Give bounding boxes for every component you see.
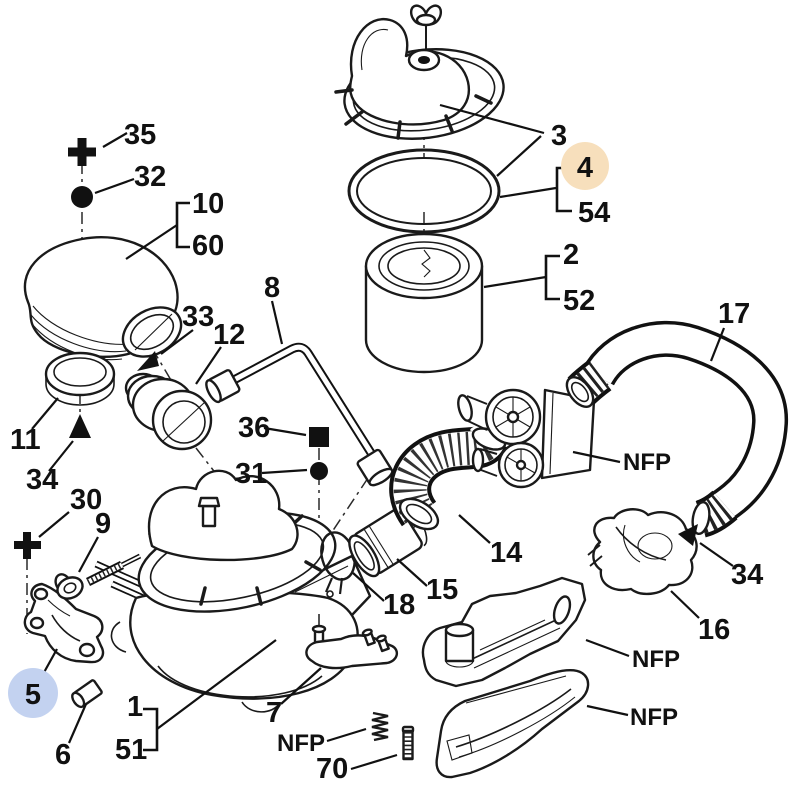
callout-8[interactable]: 8 xyxy=(264,272,280,304)
callout-12[interactable]: 12 xyxy=(213,319,245,351)
callout-nfp-cover-lower: NFP xyxy=(630,704,678,731)
air-hose-part17 xyxy=(565,320,788,538)
callout-1[interactable]: 1 xyxy=(127,691,143,723)
callout-18[interactable]: 18 xyxy=(383,589,415,621)
callout-70[interactable]: 70 xyxy=(316,753,348,785)
callout-3[interactable]: 3 xyxy=(551,120,567,152)
callout-7[interactable]: 7 xyxy=(266,697,282,729)
engine-cover-lower-nfp xyxy=(435,668,590,779)
fixing-symbol-30 xyxy=(14,532,41,559)
support-bracket-part7 xyxy=(305,614,399,670)
callout-nfp-spring: NFP xyxy=(277,730,325,757)
callout-54[interactable]: 54 xyxy=(578,197,610,229)
callout-labels: 35 32 10 60 3 4 54 2 52 17 8 33 12 11 34… xyxy=(10,119,763,785)
wing-nut xyxy=(409,4,443,58)
callout-32[interactable]: 32 xyxy=(134,161,166,193)
screw-part9 xyxy=(54,553,142,600)
highlight-circle-part5[interactable] xyxy=(8,668,58,718)
fixing-symbol-31 xyxy=(310,462,328,480)
callout-15[interactable]: 15 xyxy=(426,574,458,606)
bolt-part6 xyxy=(71,679,103,709)
clamp-ring-part11 xyxy=(44,351,116,406)
callout-60[interactable]: 60 xyxy=(192,230,224,262)
callout-9[interactable]: 9 xyxy=(95,508,111,540)
callout-17[interactable]: 17 xyxy=(718,298,750,330)
arrow-34-left xyxy=(69,414,91,438)
fixing-symbol-36 xyxy=(309,427,329,447)
arrow-34-right xyxy=(678,524,698,546)
fixing-symbol-32 xyxy=(71,186,93,208)
callout-11[interactable]: 11 xyxy=(10,424,41,456)
callout-nfp-throttle: NFP xyxy=(623,449,671,476)
mounting-bracket-part5 xyxy=(23,582,105,664)
highlight-circle-part4[interactable] xyxy=(561,142,609,190)
callout-52[interactable]: 52 xyxy=(563,285,595,317)
rubber-elbow-part12 xyxy=(124,372,213,451)
arrow-33 xyxy=(137,351,159,371)
callout-30[interactable]: 30 xyxy=(70,484,102,516)
callout-10[interactable]: 10 xyxy=(192,188,224,220)
breather-pipe-part8 xyxy=(205,342,394,487)
resonator-part16 xyxy=(587,508,698,596)
callout-31[interactable]: 31 xyxy=(235,458,267,490)
intake-duct-part10-60 xyxy=(23,236,183,361)
callout-5-highlighted[interactable]: 5 xyxy=(25,679,41,711)
callout-16[interactable]: 16 xyxy=(698,614,730,646)
throttle-assembly-nfp xyxy=(457,388,596,489)
callout-4-highlighted[interactable]: 4 xyxy=(577,152,593,184)
callout-2[interactable]: 2 xyxy=(563,239,579,271)
engine-cover-upper-nfp xyxy=(421,576,587,688)
screw-part70 xyxy=(401,725,415,761)
air-cleaner-cover-part3 xyxy=(334,17,505,140)
callout-14[interactable]: 14 xyxy=(490,537,522,569)
callout-34-right[interactable]: 34 xyxy=(731,559,763,591)
spring-nfp xyxy=(371,711,389,742)
seal-ring-part4-54 xyxy=(347,148,501,234)
callout-36[interactable]: 36 xyxy=(238,412,270,444)
fixing-symbol-35 xyxy=(68,138,96,166)
callout-33[interactable]: 33 xyxy=(182,301,214,333)
filter-element-part2-52 xyxy=(364,232,484,374)
corrugated-hose-part14 xyxy=(389,425,509,531)
leader-lines xyxy=(31,103,734,771)
callout-51[interactable]: 51 xyxy=(115,734,147,766)
callout-34-left[interactable]: 34 xyxy=(26,464,58,496)
callout-6[interactable]: 6 xyxy=(55,739,71,771)
callout-nfp-cover-upper: NFP xyxy=(632,646,680,673)
callout-35[interactable]: 35 xyxy=(124,119,156,151)
